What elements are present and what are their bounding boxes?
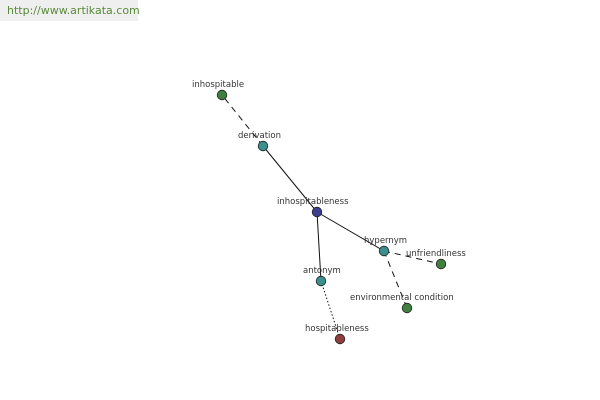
node-label[interactable]: derivation (238, 131, 281, 141)
node-dot[interactable] (315, 275, 327, 287)
edge-hypernym-unfriendliness (383, 250, 442, 265)
node-dot[interactable] (334, 333, 346, 345)
node-inhospitableness[interactable]: inhospitableness (277, 197, 349, 218)
node-unfriendliness[interactable]: unfriendliness (406, 249, 466, 270)
edges-layer (221, 94, 442, 340)
nodes-layer: inhospitableness derivation inhospitable hy… (192, 80, 466, 345)
node-environmental-condition[interactable]: environmental condition (350, 293, 454, 314)
node-label[interactable]: inhospitable (192, 80, 244, 90)
edge-inhospitableness-antonym (316, 211, 322, 282)
node-label[interactable]: unfriendliness (406, 249, 466, 259)
edge-inhospitableness-hypernym (316, 211, 385, 252)
node-label[interactable]: antonym (303, 266, 341, 276)
node-dot[interactable] (378, 245, 390, 257)
url-banner[interactable]: http://www.artikata.com (0, 0, 140, 21)
node-label[interactable]: inhospitableness (277, 197, 349, 207)
node-dot[interactable] (401, 302, 413, 314)
node-hospitableness[interactable]: hospitableness (305, 324, 369, 345)
node-label[interactable]: environmental condition (350, 293, 454, 303)
node-inhospitable[interactable]: inhospitable (192, 80, 244, 101)
node-label[interactable]: hypernym (364, 236, 407, 246)
node-dot[interactable] (257, 140, 269, 152)
node-label[interactable]: hospitableness (305, 324, 369, 334)
node-dot[interactable] (216, 89, 228, 101)
node-dot[interactable] (435, 258, 447, 270)
site-url-link[interactable]: http://www.artikata.com (7, 4, 140, 17)
edge-inhospitableness-derivation (262, 145, 318, 213)
node-derivation[interactable]: derivation (238, 131, 281, 152)
node-dot[interactable] (311, 206, 323, 218)
node-hypernym[interactable]: hypernym (364, 236, 407, 257)
node-antonym[interactable]: antonym (303, 266, 341, 287)
